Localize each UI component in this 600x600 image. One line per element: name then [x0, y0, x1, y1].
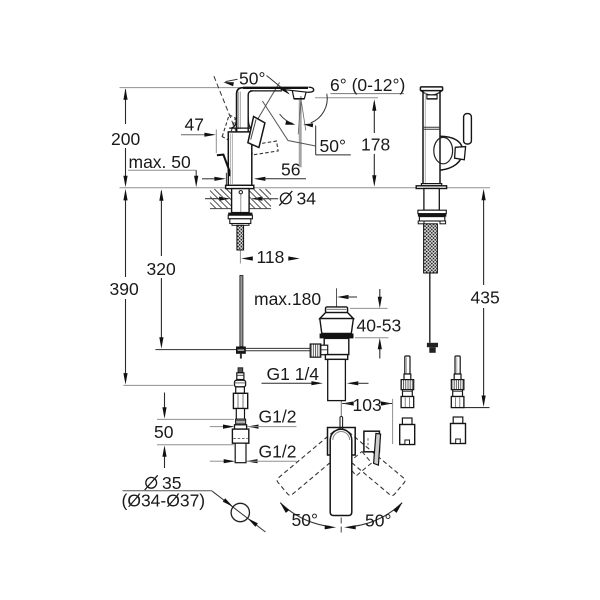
svg-text:40-53: 40-53	[357, 316, 402, 336]
svg-text:G1/2: G1/2	[259, 442, 297, 462]
svg-text:178: 178	[361, 135, 390, 155]
svg-text:6° (0-12°): 6° (0-12°)	[330, 75, 405, 95]
svg-text:320: 320	[147, 259, 176, 279]
svg-text:56: 56	[281, 160, 300, 180]
svg-text:47: 47	[185, 115, 204, 135]
svg-text:50°: 50°	[365, 511, 391, 531]
svg-text:200: 200	[111, 129, 140, 149]
svg-text:390: 390	[110, 279, 139, 299]
svg-text:50°: 50°	[320, 136, 346, 156]
svg-text:35: 35	[162, 473, 181, 493]
svg-text:max. 50: max. 50	[129, 152, 192, 172]
svg-text:50: 50	[154, 422, 174, 442]
svg-text:118: 118	[257, 247, 285, 267]
svg-text:50°: 50°	[239, 69, 265, 89]
svg-text:max.180: max.180	[254, 289, 321, 309]
svg-text:50°: 50°	[292, 510, 318, 530]
svg-text:G1/2: G1/2	[259, 407, 297, 427]
svg-text:G1 1/4: G1 1/4	[267, 364, 320, 384]
svg-text:103: 103	[353, 395, 382, 415]
svg-text:34: 34	[297, 189, 317, 209]
svg-text:(Ø34-Ø37): (Ø34-Ø37)	[122, 491, 206, 511]
svg-text:435: 435	[471, 288, 500, 308]
